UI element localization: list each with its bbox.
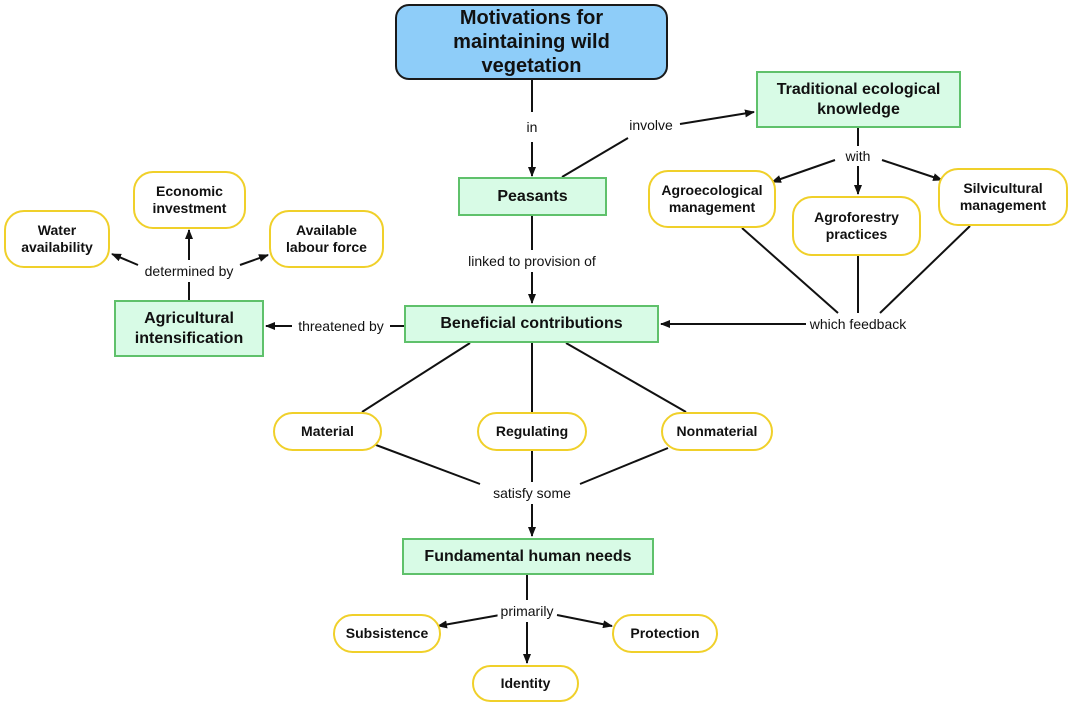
link-label-involve: involve [626,116,676,134]
link-label-threatened-by: threatened by [295,317,387,335]
link-label-in: in [523,118,541,136]
node-beneficial-contributions: Beneficial contributions [404,305,659,343]
arrow-primarily-subsistence [437,614,501,629]
node-agricultural-intensification: Agricultural intensification [114,300,264,357]
connector-beneficial-nonmaterial [565,342,687,413]
node-traditional-ecological-knowledge: Traditional ecological knowledge [756,71,961,128]
node-identity: Identity [472,665,579,702]
connector-agroecological-feedback [741,227,839,314]
link-label-primarily: primarily [497,602,557,620]
link-label-which-feedback: which feedback [806,315,910,333]
arrow-determined-water [111,253,139,266]
arrow-with-agroecological [771,159,836,183]
node-available-labour-force: Available labour force [269,210,384,268]
connector-peasants-involve [561,137,629,178]
arrow-primarily-protection [556,614,613,629]
arrow-determined-labour [239,254,269,266]
node-nonmaterial: Nonmaterial [661,412,773,451]
node-agroecological-management: Agroecological management [648,170,776,228]
connector-nonmaterial-satisfy [579,447,669,485]
arrow-involve-tek [679,109,755,125]
node-motivations: Motivations for maintaining wild vegetat… [395,4,668,80]
connector-beneficial-material [361,342,471,413]
arrow-with-silvicultural [881,159,943,181]
link-label-with: with [842,147,874,165]
node-economic-investment: Economic investment [133,171,246,229]
connector-silvicultural-feedback [879,225,971,314]
node-silvicultural-management: Silvicultural management [938,168,1068,226]
connector-material-satisfy [367,441,481,485]
node-subsistence: Subsistence [333,614,441,653]
node-water-availability: Water availability [4,210,110,268]
link-label-linked-to-provision-of: linked to provision of [465,252,599,270]
link-label-satisfy-some: satisfy some [490,484,574,502]
node-regulating: Regulating [477,412,587,451]
node-material: Material [273,412,382,451]
node-agroforestry-practices: Agroforestry practices [792,196,921,256]
node-peasants: Peasants [458,177,607,216]
link-label-determined-by: determined by [141,262,237,280]
node-fundamental-human-needs: Fundamental human needs [402,538,654,575]
node-protection: Protection [612,614,718,653]
